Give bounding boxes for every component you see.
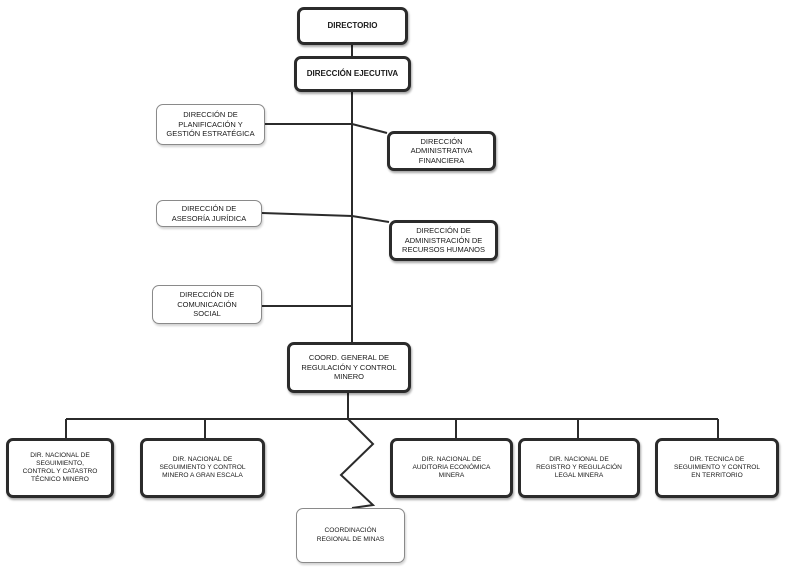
box-coordinacion-general: COORD. GENERAL DE REGULACIÓN Y CONTROL M… — [287, 342, 411, 393]
label-coordinacion-general: COORD. GENERAL DE REGULACIÓN Y CONTROL M… — [301, 353, 397, 382]
label-asesoria-juridica: DIRECCIÓN DE ASESORÍA JURÍDICA — [171, 204, 247, 223]
box-direccion-ejecutiva: DIRECCIÓN EJECUTIVA — [294, 56, 411, 92]
box-planificacion: DIRECCIÓN DE PLANIFICACIÓN Y GESTIÓN EST… — [156, 104, 265, 145]
label-seguimiento-catastro: DIR. NACIONAL DE SEGUIMIENTO, CONTROL Y … — [22, 451, 98, 484]
box-auditoria-economica: DIR. NACIONAL DE AUDITORIA ECONÓMICA MIN… — [390, 438, 513, 498]
box-administrativa-financiera: DIRECCIÓN ADMINISTRATIVA FINANCIERA — [387, 131, 496, 171]
connector-zigzag — [339, 418, 376, 509]
box-recursos-humanos: DIRECCIÓN DE ADMINISTRACIÓN DE RECURSOS … — [389, 220, 498, 261]
label-auditoria-economica: DIR. NACIONAL DE AUDITORIA ECONÓMICA MIN… — [412, 455, 491, 480]
label-recursos-humanos: DIRECCIÓN DE ADMINISTRACIÓN DE RECURSOS … — [402, 226, 485, 255]
box-gran-escala: DIR. NACIONAL DE SEGUIMIENTO Y CONTROL M… — [140, 438, 265, 498]
label-coordinacion-regional: COORDINACIÓN REGIONAL DE MINAS — [316, 527, 385, 543]
connector-administrativa — [351, 123, 388, 134]
box-seguimiento-territorio: DIR. TECNICA DE SEGUIMIENTO Y CONTROL EN… — [655, 438, 779, 498]
box-directorio: DIRECTORIO — [297, 7, 408, 45]
box-registro-regulacion: DIR. NACIONAL DE REGISTRO Y REGULACIÓN L… — [518, 438, 640, 498]
label-registro-regulacion: DIR. NACIONAL DE REGISTRO Y REGULACIÓN L… — [536, 455, 622, 480]
box-coordinacion-regional: COORDINACIÓN REGIONAL DE MINAS — [296, 508, 405, 563]
label-gran-escala: DIR. NACIONAL DE SEGUIMIENTO Y CONTROL M… — [159, 455, 246, 480]
box-asesoria-juridica: DIRECCIÓN DE ASESORÍA JURÍDICA — [156, 200, 262, 227]
label-direccion-ejecutiva: DIRECCIÓN EJECUTIVA — [306, 69, 399, 78]
label-seguimiento-territorio: DIR. TECNICA DE SEGUIMIENTO Y CONTROL EN… — [673, 455, 761, 480]
box-seguimiento-catastro: DIR. NACIONAL DE SEGUIMIENTO, CONTROL Y … — [6, 438, 114, 498]
label-planificacion: DIRECCIÓN DE PLANIFICACIÓN Y GESTIÓN EST… — [166, 110, 255, 139]
connector-juridica — [261, 212, 353, 217]
label-administrativa-financiera: DIRECCIÓN ADMINISTRATIVA FINANCIERA — [410, 136, 473, 165]
box-comunicacion-social: DIRECCIÓN DE COMUNICACIÓN SOCIAL — [152, 285, 262, 324]
connector-rrhh — [351, 215, 390, 223]
label-directorio: DIRECTORIO — [327, 21, 378, 30]
label-comunicacion-social: DIRECCIÓN DE COMUNICACIÓN SOCIAL — [177, 290, 237, 319]
